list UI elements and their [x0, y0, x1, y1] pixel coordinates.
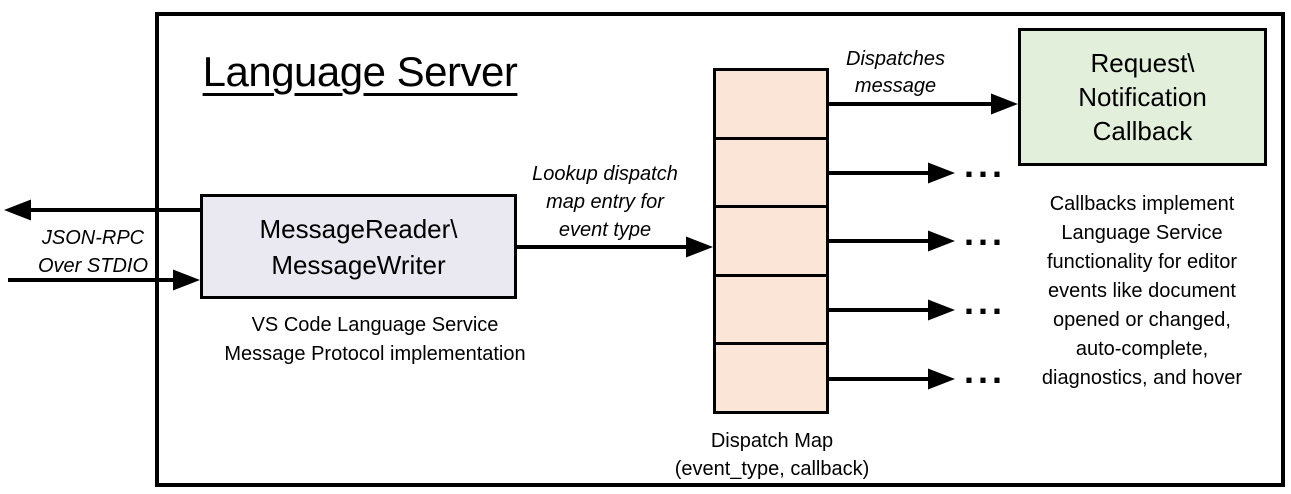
message-box-caption: VS Code Language Service Message Protoco… — [224, 314, 526, 365]
dispatch-map — [713, 68, 829, 414]
ellipsis-3: ... — [964, 212, 1007, 253]
dispatch-cell-3 — [716, 205, 826, 274]
dispatch-cell-4 — [716, 273, 826, 343]
ellipsis-5: ... — [964, 350, 1007, 391]
dispatches-message-label: Dispatches message — [846, 48, 945, 97]
callback-note: Callbacks implement Language Service fun… — [1041, 193, 1243, 389]
diagram-title: Language Server — [202, 48, 518, 95]
dispatch-cell-2 — [716, 136, 826, 206]
request-notification-callback-box: Request\ Notification Callback — [1018, 28, 1267, 166]
stdio-label: JSON-RPC Over STDIO — [37, 227, 148, 277]
lookup-label: Lookup dispatch map entry for event type — [532, 163, 678, 241]
dispatch-cell-5 — [716, 342, 826, 411]
language-server-boundary — [155, 12, 1285, 487]
ellipsis-2: ... — [964, 144, 1007, 185]
ellipsis-4: ... — [964, 281, 1007, 322]
message-reader-writer-box: MessageReader\ MessageWriter — [200, 194, 517, 299]
dispatch-cell-1 — [716, 71, 826, 137]
dispatch-map-caption: Dispatch Map (event_type, callback) — [674, 430, 870, 480]
